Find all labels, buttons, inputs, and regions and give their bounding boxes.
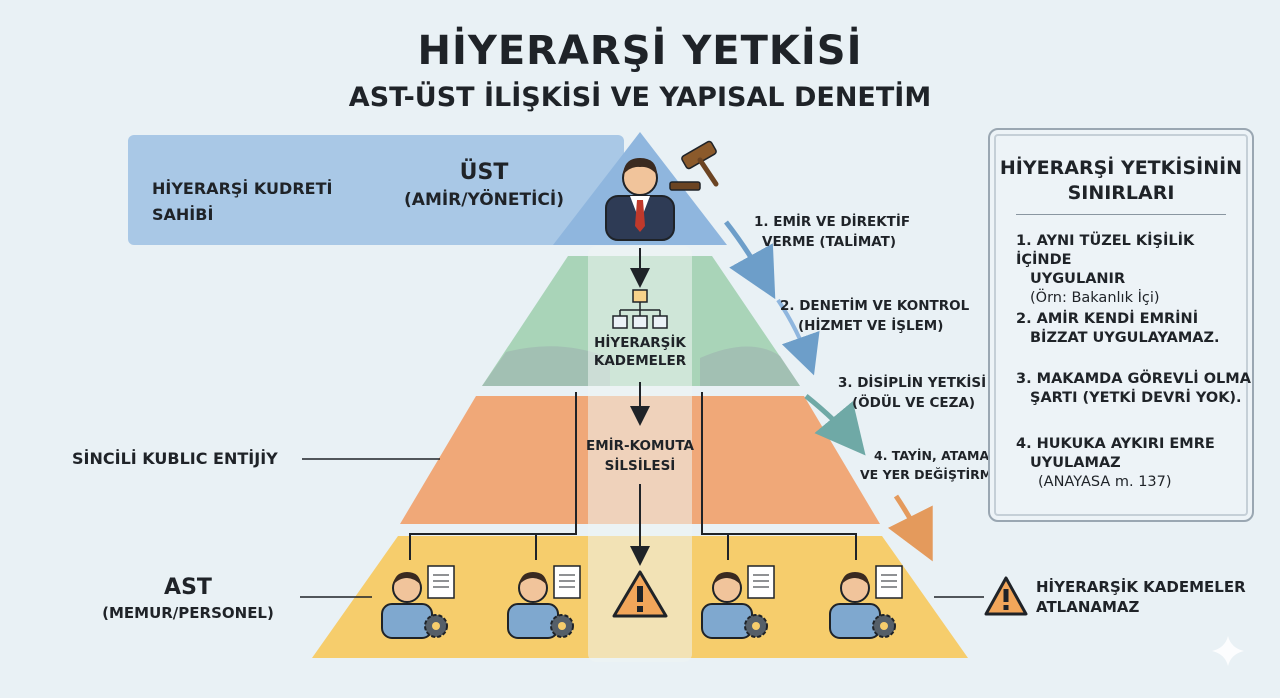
command-column xyxy=(588,246,692,662)
sparkle-icon xyxy=(1212,636,1244,666)
page-title: HİYERARŞİ YETKİSİ xyxy=(417,28,863,74)
power-arrow-2 xyxy=(776,298,820,376)
warning-icon xyxy=(612,570,668,618)
subordinate-label: AST (MEMUR/PERSONEL) xyxy=(102,575,274,622)
top-band xyxy=(128,135,624,245)
document-icon xyxy=(427,565,455,599)
limits-panel: HİYERARŞİ YETKİSİNİN SINIRLARI 1. AYNI T… xyxy=(988,128,1254,522)
document-icon xyxy=(747,565,775,599)
worker-icon xyxy=(829,572,881,639)
gear-icon xyxy=(424,614,448,638)
power-arrow-4 xyxy=(887,494,933,562)
connector-right xyxy=(701,392,857,560)
document-icon xyxy=(875,565,903,599)
warning-icon xyxy=(984,576,1028,616)
worker-icon xyxy=(701,572,753,639)
power-item-1: 1. EMİR VE DİREKTİF VERME (TALİMAT) xyxy=(754,214,911,250)
power-arrow-1 xyxy=(724,220,776,300)
tier-green-shadow xyxy=(482,346,800,386)
tiers-label: HİYERARŞİK KADEMELER xyxy=(593,335,687,369)
limits-title: HİYERARŞİ YETKİSİNİN SINIRLARI xyxy=(999,157,1243,204)
command-chain-label: EMİR-KOMUTA SİLSİLESİ xyxy=(585,438,694,474)
limits-divider xyxy=(1016,214,1226,215)
org-chart-icon xyxy=(612,289,668,329)
superior-label: ÜST (AMİR/YÖNETİCİ) xyxy=(404,160,564,210)
limit-item-2: 2. AMİR KENDİ EMRİNİ BİZZAT UYGULAYAMAZ. xyxy=(1016,311,1220,346)
power-item-4: 4. TAYİN, ATAMA VE YER DEĞİŞTİRME xyxy=(860,448,1001,482)
document-icon xyxy=(553,565,581,599)
public-entity-label: SİNCİLİ KUBLIC ENTİJİY xyxy=(72,449,278,468)
limit-item-1: 1. AYNI TÜZEL KİŞİLİK İÇİNDE UYGULANIR (… xyxy=(1016,233,1195,306)
page-subtitle: AST-ÜST İLİŞKİSİ VE YAPISAL DENETİM xyxy=(348,82,932,113)
limit-item-4: 4. HUKUKA AYKIRI EMRE UYULAMAZ (ANAYASA … xyxy=(1016,436,1215,490)
power-holder-label: HİYERARŞİ KUDRETİ SAHİBİ xyxy=(152,179,333,224)
power-item-3: 3. DİSİPLİN YETKİSİ (ÖDÜL VE CEZA) xyxy=(838,375,987,411)
tier-skip-warning: HİYERARŞİK KADEMELER ATLANAMAZ xyxy=(1036,578,1246,616)
connector-left xyxy=(409,392,577,560)
gavel-icon xyxy=(669,140,719,191)
gear-icon xyxy=(872,614,896,638)
worker-icon xyxy=(381,572,433,639)
gear-icon xyxy=(550,614,574,638)
limit-item-3: 3. MAKAMDA GÖREVLİ OLMA ŞARTI (YETKİ DEV… xyxy=(1016,371,1251,406)
gear-icon xyxy=(744,614,768,638)
manager-icon xyxy=(605,158,675,241)
power-item-2: 2. DENETİM VE KONTROL (HİZMET VE İŞLEM) xyxy=(780,298,970,334)
power-arrow-3 xyxy=(804,394,866,456)
